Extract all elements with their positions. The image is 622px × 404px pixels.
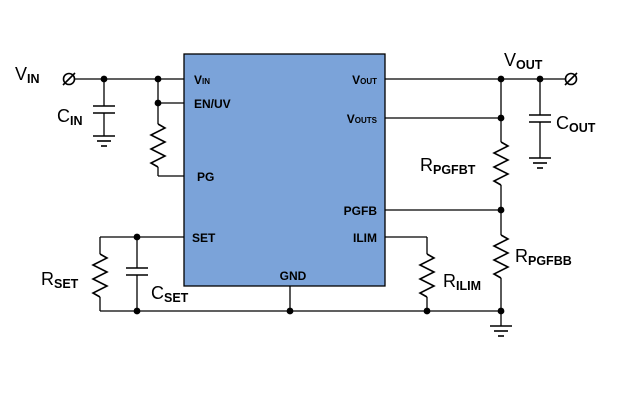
- rset-label: RSET: [41, 269, 79, 291]
- pin-pg-label: PG: [197, 170, 214, 184]
- rpgfbt-label: RPGFBT: [420, 155, 476, 177]
- ic-body: [183, 53, 386, 287]
- pin-ilim-label: ILIM: [353, 231, 377, 245]
- rpgfbb-resistor-icon: [492, 210, 510, 311]
- pin-pgfb-label: PGFB: [344, 204, 378, 218]
- pin-gnd-label: GND: [280, 269, 307, 283]
- rpgfbt-resistor-icon: [492, 118, 510, 210]
- gnd-node-ic: [286, 307, 294, 315]
- cout-capacitor-icon: [529, 79, 551, 158]
- cin-label: CIN: [57, 106, 83, 128]
- cin-capacitor-icon: [93, 79, 115, 136]
- pin-set-label: SET: [192, 231, 216, 245]
- main-ground-icon: [490, 325, 512, 337]
- gnd-node-cset: [133, 307, 141, 315]
- rset-resistor-icon: [91, 237, 109, 311]
- vin-terminal-icon: [62, 72, 76, 86]
- pin-vout-label: VOUT: [352, 73, 377, 87]
- cout-ground-icon: [529, 157, 551, 169]
- pg-pullup-resistor-icon: [149, 103, 167, 176]
- vin-label: VIN: [15, 64, 40, 86]
- cout-label: COUT: [556, 113, 596, 135]
- cset-capacitor-icon: [126, 237, 148, 311]
- pin-enuv-label: EN/UV: [194, 97, 231, 111]
- rpgfbb-label: RPGFBB: [515, 246, 572, 268]
- vout-terminal-icon: [564, 72, 578, 86]
- cset-label: CSET: [151, 283, 189, 305]
- pin-vin-label: VIN: [194, 73, 210, 87]
- pin-vouts-label: VOUTS: [347, 112, 378, 126]
- cin-ground-icon: [93, 135, 115, 147]
- rilim-resistor-icon: [418, 237, 436, 311]
- vout-label: VOUT: [504, 50, 543, 72]
- rilim-label: RILIM: [443, 271, 481, 293]
